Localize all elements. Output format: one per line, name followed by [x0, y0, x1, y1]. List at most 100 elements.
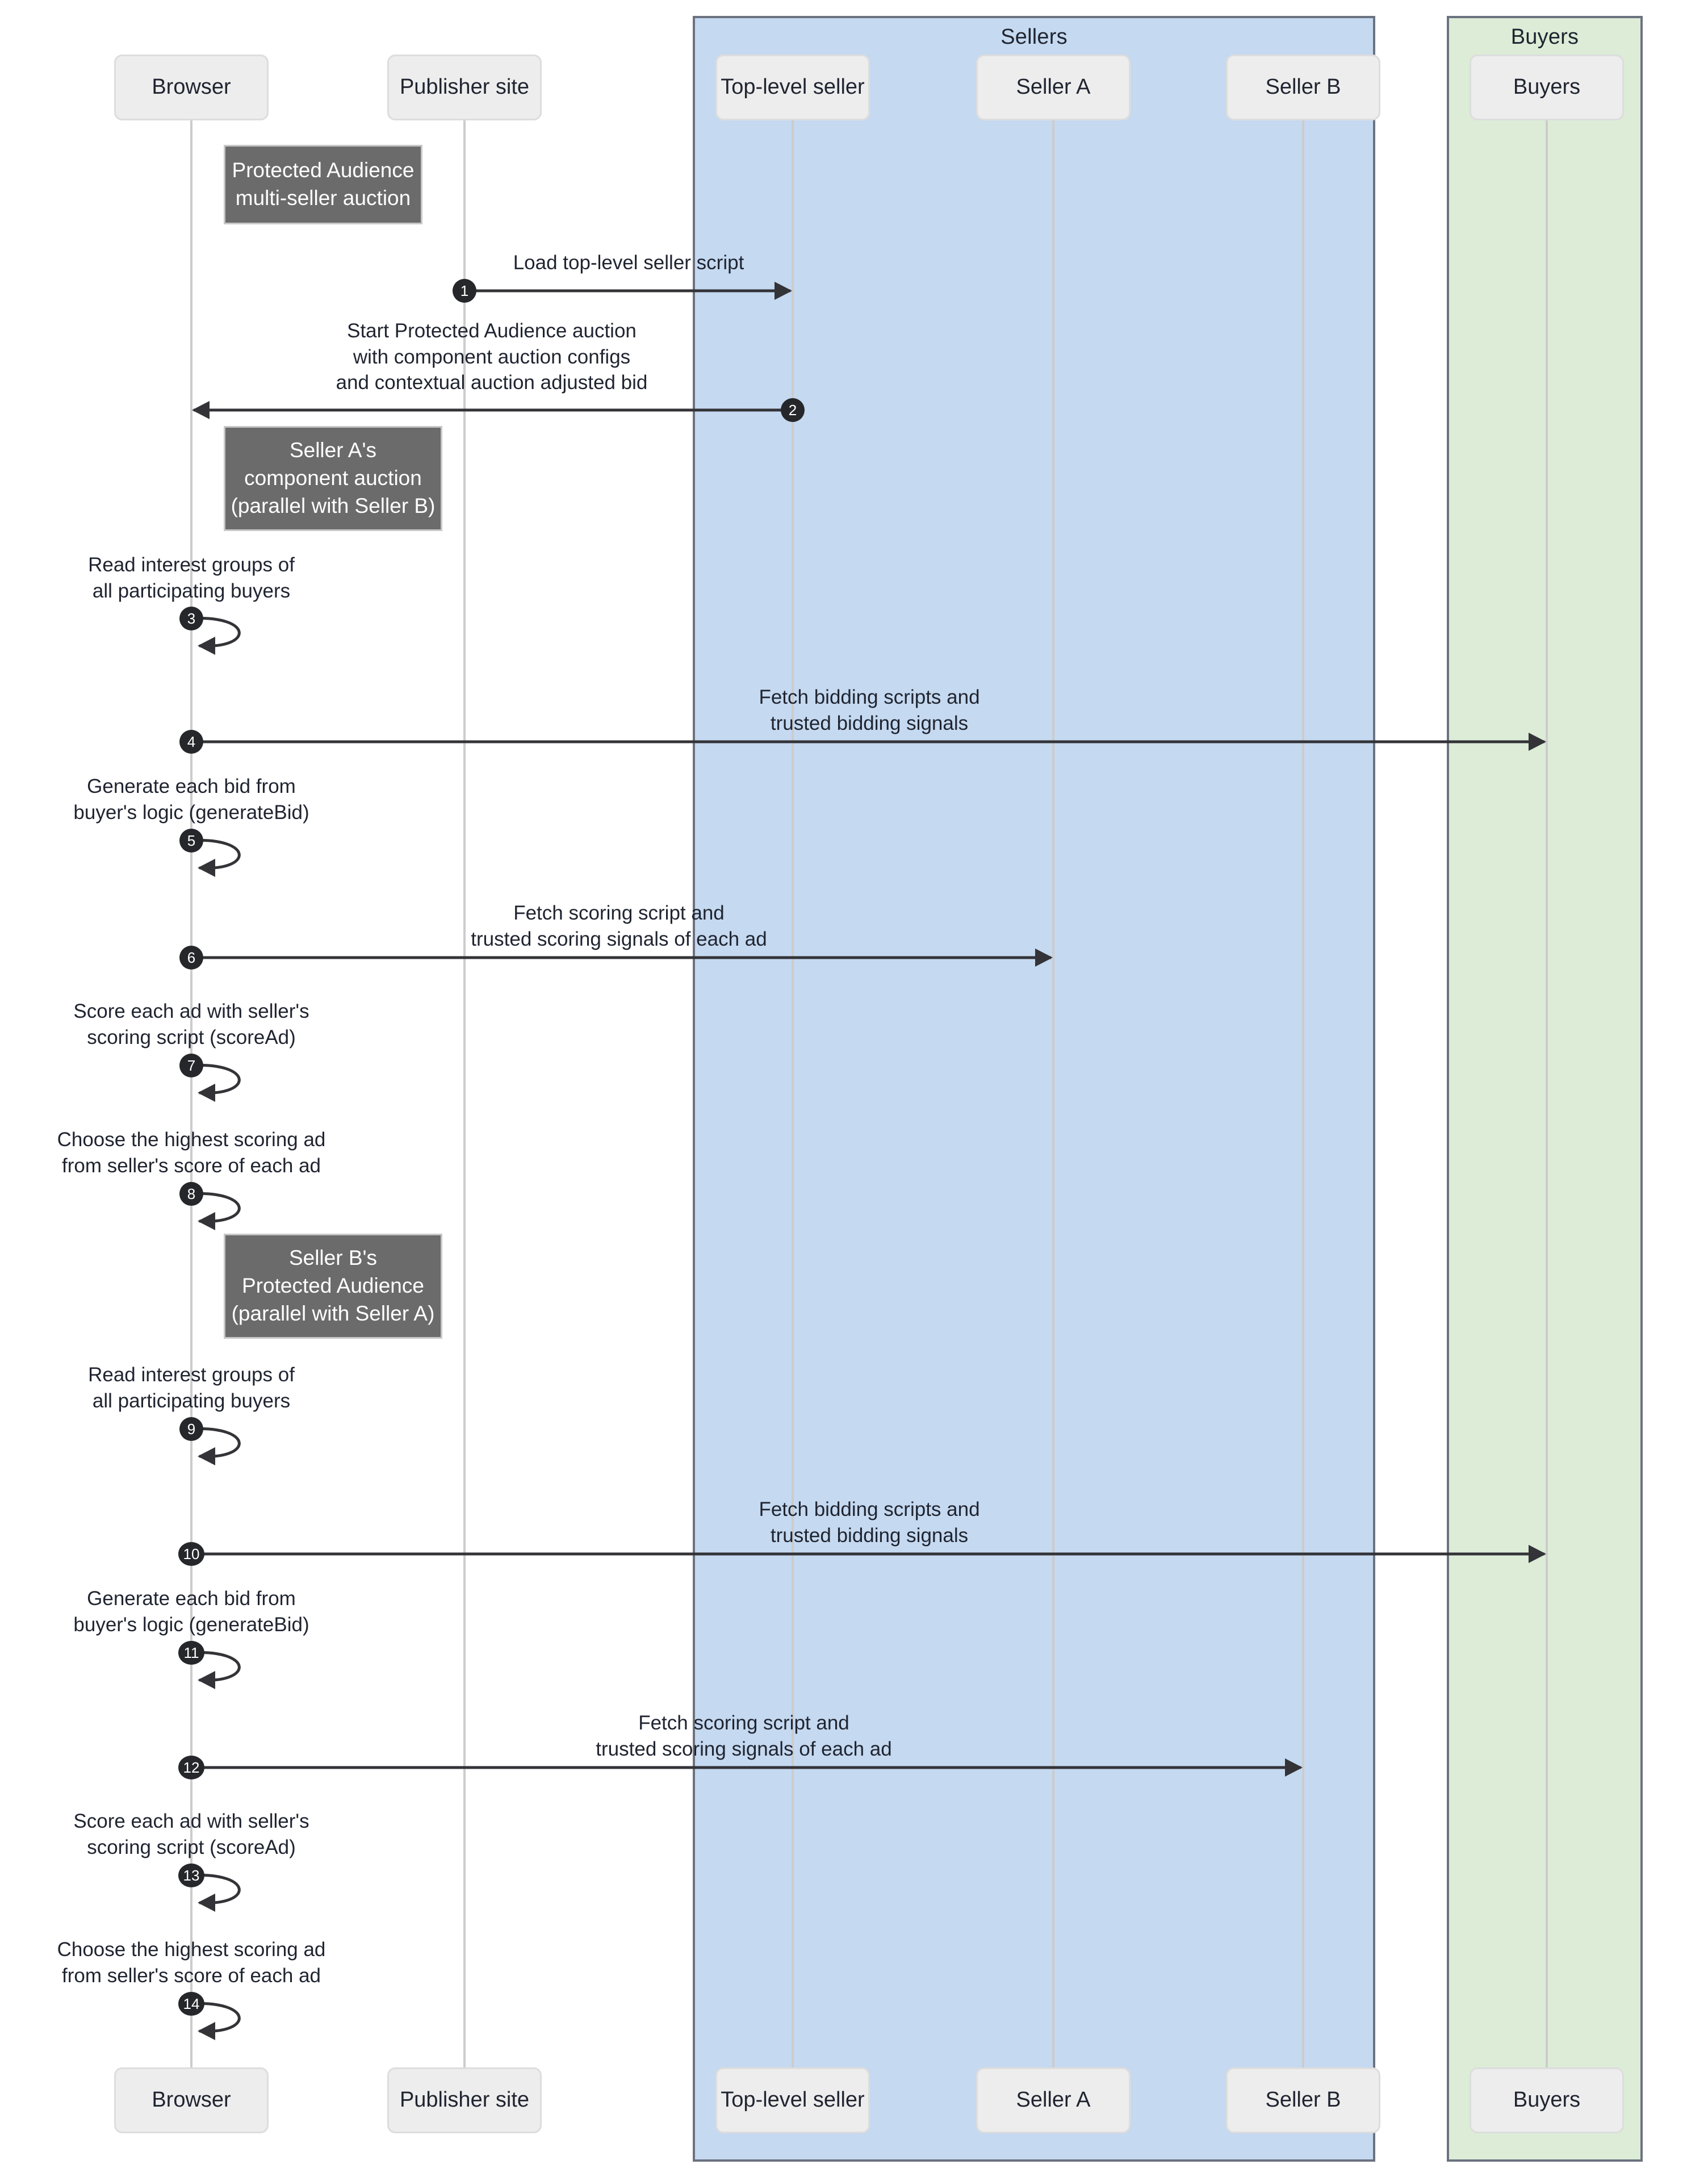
step-marker-10: 10: [178, 1542, 204, 1566]
actor-label: Buyers: [1513, 2088, 1581, 2112]
actor-footer-buyers[interactable]: Buyers: [1470, 2067, 1624, 2133]
message-label-line: Score each ad with seller's: [73, 1810, 309, 1832]
message-label-9: Read interest groups of all participating…: [88, 1362, 295, 1414]
note-line: Protected Audience: [242, 1274, 424, 1298]
message-label-line: scoring script (scoreAd): [87, 1026, 296, 1048]
message-label-line: Start Protected Audience auction: [347, 320, 637, 342]
message-label-line: Fetch bidding scripts and: [759, 1498, 980, 1520]
message-label-1: Load top-level seller script: [513, 250, 744, 276]
step-marker-9: 9: [179, 1417, 203, 1441]
message-label-line: Read interest groups of: [88, 1364, 295, 1386]
actor-label: Seller A: [1016, 75, 1091, 99]
actor-header-browser[interactable]: Browser: [114, 55, 269, 120]
note-line: component auction: [244, 466, 422, 490]
message-label-line: and contextual auction adjusted bid: [336, 371, 648, 394]
group-sellers: Sellers: [693, 16, 1375, 2162]
self-loop-arrow-13: [191, 1874, 241, 1912]
note-line: (parallel with Seller A): [231, 1301, 435, 1325]
message-label-line: Score each ad with seller's: [73, 1000, 309, 1022]
message-label-line: Choose the highest scoring ad: [57, 1938, 326, 1961]
actor-label: Seller B: [1265, 2088, 1341, 2112]
message-label-line: all participating buyers: [92, 1389, 291, 1412]
actor-header-buyers[interactable]: Buyers: [1470, 55, 1624, 120]
actor-header-publisher-site[interactable]: Publisher site: [387, 55, 542, 120]
message-label-10: Fetch bidding scripts and trusted bidding…: [759, 1497, 979, 1548]
message-label-line: Choose the highest scoring ad: [57, 1129, 326, 1151]
message-label-4: Fetch bidding scripts and trusted bidding…: [759, 684, 979, 736]
self-loop-arrow-8: [191, 1192, 241, 1230]
actor-header-seller-a[interactable]: Seller A: [976, 55, 1131, 120]
message-label-line: Generate each bid from: [87, 775, 296, 797]
message-label-11: Generate each bid from buyer's logic (gen…: [73, 1586, 309, 1637]
message-label-line: all participating buyers: [92, 579, 291, 602]
actor-footer-browser[interactable]: Browser: [114, 2067, 269, 2133]
message-label-12: Fetch scoring script and trusted scoring …: [596, 1710, 891, 1762]
note-line: Seller A's: [289, 438, 377, 462]
note-multi-seller-auction: Protected Audience multi-seller auction: [224, 145, 422, 224]
group-sellers-title: Sellers: [1000, 25, 1068, 49]
group-buyers: Buyers: [1447, 16, 1643, 2162]
actor-footer-seller-b[interactable]: Seller B: [1226, 2067, 1380, 2133]
self-loop-arrow-5: [191, 839, 241, 877]
message-label-line: Read interest groups of: [88, 554, 295, 576]
step-marker-13: 13: [178, 1864, 204, 1887]
message-label-8: Choose the highest scoring ad from seller…: [57, 1127, 326, 1179]
self-loop-arrow-11: [191, 1651, 241, 1689]
actor-footer-seller-a[interactable]: Seller A: [976, 2067, 1131, 2133]
message-label-line: Load top-level seller script: [513, 252, 744, 274]
note-line: Protected Audience: [232, 158, 415, 182]
actor-label: Buyers: [1513, 75, 1581, 99]
step-marker-14: 14: [178, 1992, 204, 2016]
group-buyers-title: Buyers: [1510, 25, 1579, 49]
message-label-14: Choose the highest scoring ad from seller…: [57, 1937, 326, 1988]
self-loop-arrow-7: [191, 1064, 241, 1102]
actor-footer-top-level-seller[interactable]: Top-level seller: [715, 2067, 870, 2133]
message-label-line: Fetch bidding scripts and: [759, 686, 980, 708]
step-marker-12: 12: [178, 1756, 204, 1779]
step-marker-5: 5: [179, 829, 203, 853]
message-label-line: buyer's logic (generateBid): [73, 1613, 309, 1636]
step-marker-3: 3: [179, 607, 203, 630]
actor-label: Publisher site: [399, 75, 530, 99]
message-label-line: Fetch scoring script and: [638, 1712, 849, 1734]
step-marker-7: 7: [179, 1054, 203, 1077]
message-label-3: Read interest groups of all participating…: [88, 552, 295, 604]
step-marker-8: 8: [179, 1182, 203, 1206]
message-label-line: trusted bidding signals: [770, 1524, 969, 1547]
self-loop-arrow-3: [191, 617, 241, 655]
actor-label: Browser: [152, 2088, 231, 2112]
message-label-line: Generate each bid from: [87, 1587, 296, 1610]
actor-header-seller-b[interactable]: Seller B: [1226, 55, 1380, 120]
step-marker-2: 2: [781, 398, 805, 422]
step-marker-11: 11: [178, 1641, 204, 1665]
actor-header-top-level-seller[interactable]: Top-level seller: [715, 55, 870, 120]
actor-label: Publisher site: [399, 2088, 530, 2112]
message-label-2: Start Protected Audience auction with com…: [336, 318, 648, 396]
note-line: (parallel with Seller B): [231, 494, 436, 517]
actor-label: Seller B: [1265, 75, 1341, 99]
message-label-line: trusted scoring signals of each ad: [596, 1737, 892, 1760]
message-label-line: with component auction configs: [353, 345, 631, 368]
step-marker-1: 1: [453, 279, 476, 303]
self-loop-arrow-9: [191, 1427, 241, 1465]
step-marker-6: 6: [179, 946, 203, 970]
message-label-line: from seller's score of each ad: [61, 1964, 321, 1987]
self-loop-arrow-14: [191, 2002, 241, 2040]
note-line: multi-seller auction: [235, 186, 411, 210]
message-label-line: trusted scoring signals of each ad: [471, 927, 767, 950]
note-line: Seller B's: [288, 1246, 378, 1270]
actor-label: Browser: [152, 75, 231, 99]
message-label-line: trusted bidding signals: [770, 712, 969, 734]
actor-footer-publisher-site[interactable]: Publisher site: [387, 2067, 542, 2133]
actor-label: Seller A: [1016, 2088, 1091, 2112]
message-label-7: Score each ad with seller's scoring scrip…: [73, 998, 309, 1050]
message-label-line: scoring script (scoreAd): [87, 1836, 296, 1858]
actor-label: Top-level seller: [721, 75, 865, 99]
note-seller-a-component-auction: Seller A's component auction (parallel wit…: [224, 426, 442, 531]
message-label-line: from seller's score of each ad: [61, 1154, 321, 1177]
